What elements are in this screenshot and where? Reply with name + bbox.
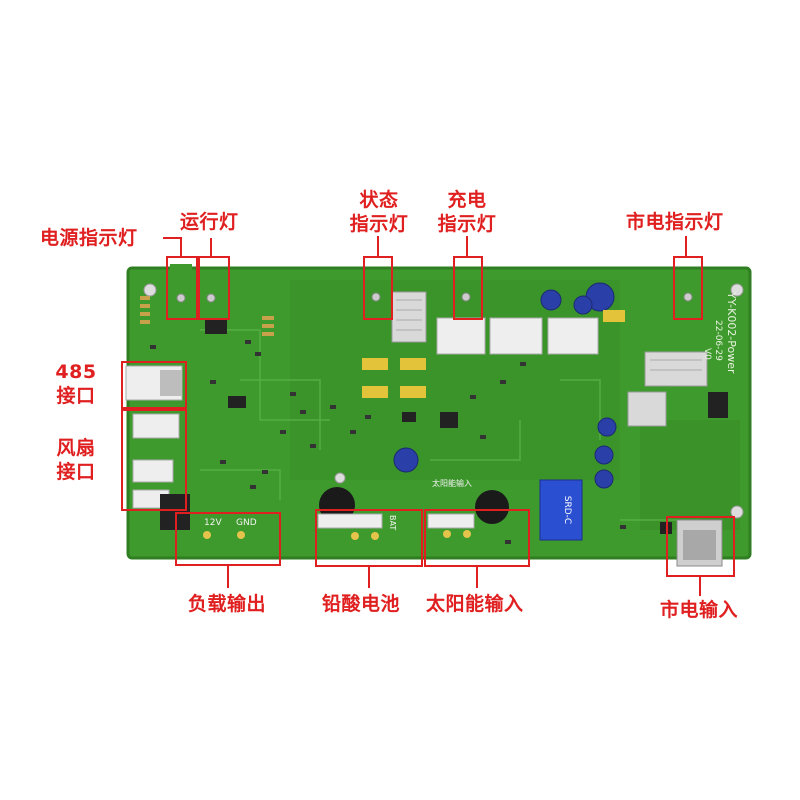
mounting-hole: [730, 505, 744, 519]
connector-block: [436, 317, 599, 355]
pin-header: [140, 296, 150, 324]
label-fan-line2: 接口: [56, 461, 96, 483]
label-mains-input: 市电输入: [660, 599, 739, 621]
led-mains: [683, 292, 693, 302]
ic-chip: [708, 392, 728, 418]
buzzer: [475, 490, 509, 524]
led-charge: [461, 292, 471, 302]
terminal-battery: [317, 513, 383, 540]
led-power: [170, 264, 192, 314]
relay: [539, 479, 583, 541]
led-run: [206, 293, 216, 303]
label-mains-indicator: 市电指示灯: [626, 211, 724, 233]
board-version-text: V0: [702, 348, 712, 360]
heatsink: [644, 351, 708, 387]
leader-lines: [163, 236, 701, 596]
label-charge-line2: 指示灯: [437, 213, 497, 235]
heatsink: [391, 291, 427, 343]
ic-chip: [205, 318, 227, 334]
capacitor: [393, 282, 617, 489]
terminal-load: [203, 531, 245, 539]
label-solar-input: 太阳能输入: [426, 593, 524, 615]
board-model-text: YY-K002-Power: [725, 291, 738, 374]
label-charge-indicator: 充电 指示灯: [432, 188, 502, 236]
mounting-hole: [334, 472, 346, 484]
label-485-line1: 485: [55, 361, 97, 383]
label-charge-line1: 充电: [447, 189, 487, 211]
ic-chip: [440, 412, 458, 428]
connector-485: [125, 365, 183, 401]
box-485: [121, 361, 187, 409]
mains-connector-inner: [683, 530, 716, 560]
label-fan-line1: 风扇: [56, 437, 96, 459]
label-status-line1: 状态: [359, 189, 399, 211]
terminal-solar: [427, 513, 475, 538]
smd-components: [150, 340, 626, 544]
inductor-pads: [362, 310, 625, 398]
led-status: [371, 292, 381, 302]
label-status-indicator: 状态 指示灯: [344, 188, 414, 236]
silk-12v: 12V: [204, 518, 222, 528]
pcb-board-edge: [126, 266, 752, 560]
box-fan: [121, 409, 187, 511]
pin-header: [262, 316, 274, 336]
label-lead-acid-battery: 铅酸电池: [322, 593, 401, 615]
mounting-hole: [143, 283, 157, 297]
heatsink: [627, 391, 667, 427]
box-mains-indicator: [673, 256, 703, 320]
relay-label: SRD-C: [562, 496, 572, 524]
silk-gnd: GND: [236, 518, 257, 528]
ground-plane: [640, 420, 740, 530]
silk-solar: 太阳能输入: [432, 478, 472, 488]
label-fan: 风扇 接口: [48, 436, 104, 484]
label-status-line2: 指示灯: [349, 213, 409, 235]
label-run-light: 运行灯: [180, 211, 239, 233]
label-485: 485 接口: [48, 360, 104, 408]
silk-bat: BAT: [388, 515, 397, 530]
mounting-hole: [730, 283, 744, 297]
ic-chip: [228, 396, 246, 408]
board-date-text: 22-06-29: [713, 320, 723, 361]
label-485-line2: 接口: [56, 385, 96, 407]
ic-chip: [402, 412, 416, 422]
pcb-traces: [200, 329, 700, 521]
label-load-output: 负载输出: [188, 593, 267, 615]
label-power-indicator: 电源指示灯: [40, 227, 138, 249]
box-run-light: [198, 256, 230, 320]
